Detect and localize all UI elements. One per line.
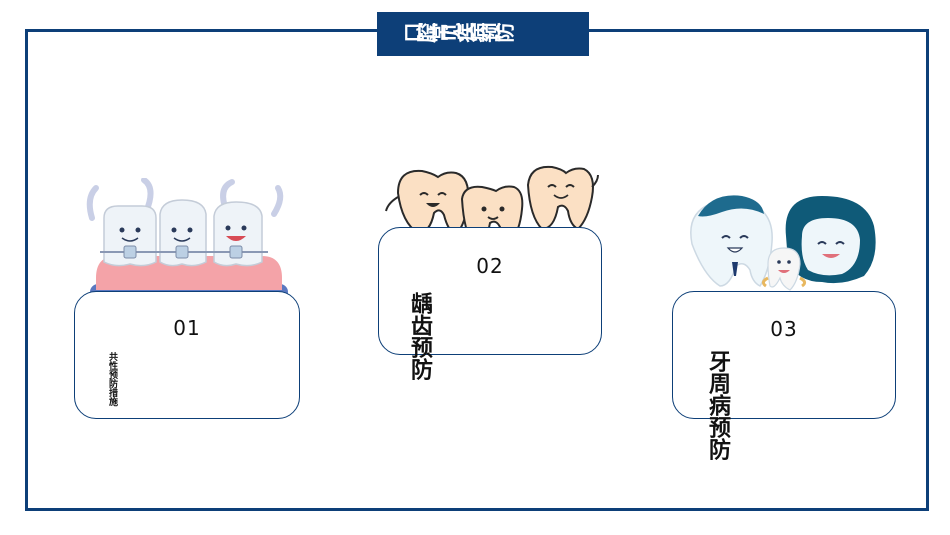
card-number: 03 bbox=[770, 317, 798, 341]
card-label: 牙周病预防 bbox=[705, 350, 730, 460]
card-03[interactable]: 03 牙周病预防 bbox=[672, 291, 896, 460]
card-01[interactable]: 01 共性预防措施 bbox=[74, 291, 300, 419]
card-label: 龋齿预防 bbox=[407, 292, 432, 380]
card-02[interactable]: 02 龋齿预防 bbox=[378, 227, 602, 380]
page-title: 口腔常见疾病预防 bbox=[403, 22, 507, 46]
title-banner: 口腔常见疾病预防 bbox=[377, 12, 589, 56]
card-label: 共性预防措施 bbox=[107, 352, 117, 406]
tooth-family-icon bbox=[690, 195, 876, 291]
smiling-teeth-icon bbox=[385, 165, 599, 247]
card-number: 01 bbox=[173, 316, 201, 340]
braces-teeth-icon bbox=[86, 178, 288, 300]
card-number: 02 bbox=[476, 254, 504, 278]
